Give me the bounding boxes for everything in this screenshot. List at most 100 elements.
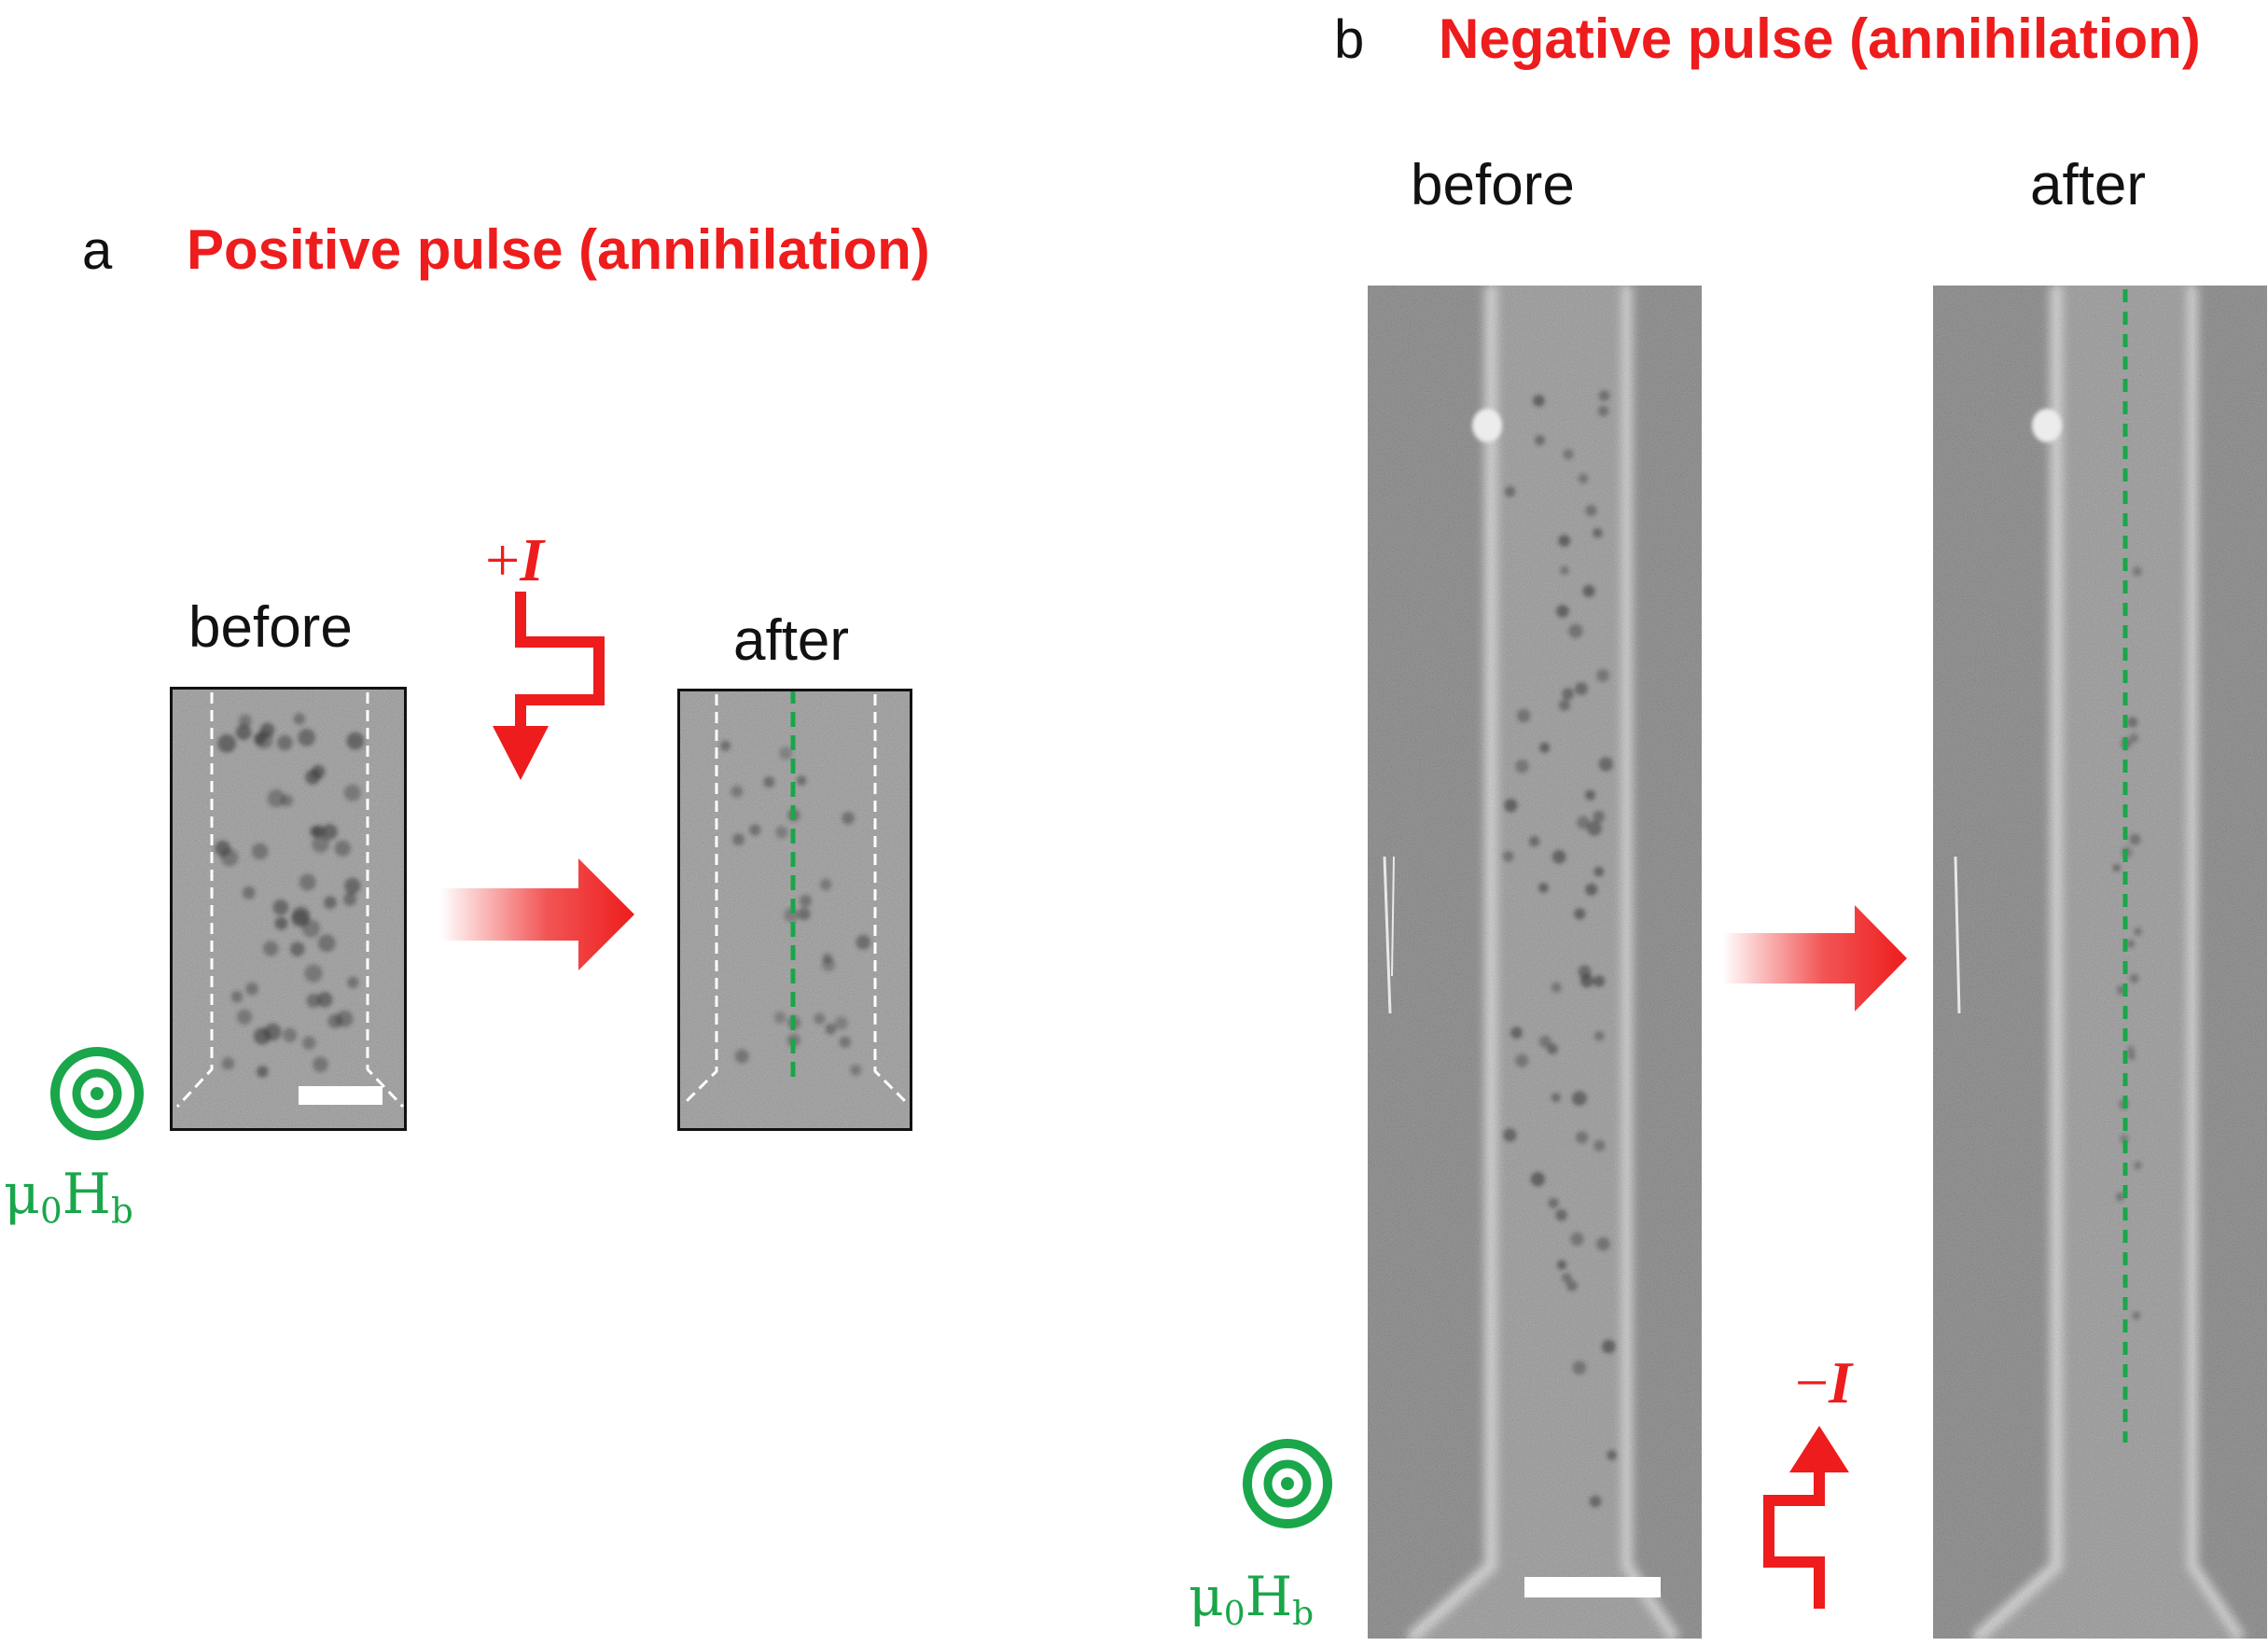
texture-dot [1607, 1450, 1618, 1460]
texture-dot [2129, 973, 2139, 983]
panel-b-current-label: −I [1795, 1349, 1852, 1416]
texture-dot [343, 784, 361, 802]
texture-dot [1515, 759, 1529, 774]
texture-dot [1551, 849, 1566, 864]
panel-a-field-icon [50, 1047, 144, 1140]
texture-dot [763, 776, 775, 788]
panel-b-before-label: before [1411, 153, 1575, 217]
texture-dot [732, 833, 744, 846]
texture-dot [324, 896, 337, 910]
texture-dot [312, 835, 329, 853]
texture-dot [346, 732, 365, 750]
texture-dot [245, 983, 258, 996]
texture-dot [1516, 708, 1531, 723]
texture-dot [1579, 974, 1594, 988]
texture-dot [1502, 850, 1514, 862]
texture-dot [1539, 742, 1551, 753]
texture-dot [236, 1009, 253, 1025]
texture-dot [283, 1027, 298, 1042]
texture-dot [734, 1049, 749, 1064]
texture-dot [242, 886, 256, 900]
texture-dot [1510, 1026, 1523, 1039]
texture-dot [1593, 1139, 1606, 1151]
panel-b-letter: b [1334, 9, 1365, 70]
texture-dot [1528, 835, 1540, 847]
texture-dot [1547, 1043, 1558, 1054]
texture-dot [1593, 975, 1606, 987]
texture-dot [1530, 1172, 1545, 1187]
texture-dot [257, 1066, 269, 1078]
texture-dot [221, 1057, 235, 1070]
texture-dot [1601, 1339, 1616, 1354]
texture-dot [1503, 1128, 1517, 1142]
texture-dot [2132, 1311, 2141, 1320]
texture-dot [1548, 1197, 1559, 1209]
texture-dot [1551, 982, 1562, 993]
texture-dot [302, 1036, 316, 1050]
texture-dot [1559, 565, 1569, 576]
texture-dot [321, 824, 338, 840]
texture-dot [263, 1023, 282, 1041]
texture-dot [820, 878, 832, 891]
texture-dot [1562, 688, 1575, 701]
texture-dot [1596, 1236, 1610, 1251]
texture-dot [1589, 1495, 1602, 1508]
texture-dot [798, 907, 811, 921]
texture-dot [334, 840, 351, 857]
texture-dot [1574, 908, 1586, 920]
texture-dot [2115, 1193, 2124, 1202]
texture-dot [1563, 449, 1574, 460]
texture-dot [1598, 757, 1613, 772]
texture-dot [1597, 405, 1609, 417]
texture-dot [1515, 1053, 1529, 1067]
texture-dot [1568, 623, 1583, 638]
panel-b-transition-arrow-icon [1722, 905, 1907, 1011]
panel-b-title: Negative pulse (annihilation) [1439, 7, 2201, 70]
panel-a-title: Positive pulse (annihilation) [187, 218, 930, 281]
texture-dot [1574, 682, 1588, 696]
texture-dot [2132, 566, 2142, 577]
texture-dot [850, 1064, 862, 1076]
texture-dot [342, 892, 357, 906]
texture-dot [1593, 810, 1606, 823]
texture-dot [215, 840, 231, 857]
panel-a: a Positive pulse (annihilation) before a… [0, 0, 980, 1646]
texture-dot [1587, 820, 1602, 836]
texture-dot [1535, 435, 1545, 446]
texture-dot [1504, 799, 1518, 813]
texture-dot [272, 900, 289, 915]
texture-dot [1585, 789, 1595, 801]
texture-dot [2112, 863, 2121, 872]
texture-dot [298, 729, 315, 746]
panel-b-before-micrograph [1368, 286, 1702, 1639]
texture-dot [1551, 1093, 1561, 1103]
texture-dot [730, 785, 744, 798]
texture-dot [291, 909, 310, 928]
texture-dot [773, 1011, 786, 1024]
texture-dot [274, 916, 288, 930]
texture-dot [822, 957, 836, 971]
texture-dot [842, 812, 855, 825]
texture-dot [2129, 833, 2141, 845]
panel-a-letter: a [82, 220, 113, 281]
panel-b-field-label: μ0Hb [1189, 1565, 1315, 1634]
texture-dot [720, 740, 730, 751]
texture-dot [1593, 866, 1605, 877]
texture-dot [814, 1012, 826, 1025]
texture-dot [336, 1010, 354, 1027]
texture-dot [290, 942, 305, 956]
texture-dot [779, 746, 793, 760]
texture-dot [230, 991, 243, 1003]
texture-dot [344, 877, 361, 895]
panel-a-after-micrograph [677, 689, 912, 1131]
texture-dot [1556, 605, 1569, 618]
texture-dot [1585, 883, 1598, 896]
texture-dot [305, 769, 321, 785]
texture-dot [1566, 1280, 1578, 1291]
texture-dot [1593, 1031, 1605, 1041]
texture-dot [238, 714, 252, 728]
texture-dot [2134, 928, 2142, 936]
texture-dot [235, 724, 252, 741]
panel-a-pulse-arrow-icon [493, 592, 605, 780]
texture-dot [1572, 1360, 1587, 1375]
